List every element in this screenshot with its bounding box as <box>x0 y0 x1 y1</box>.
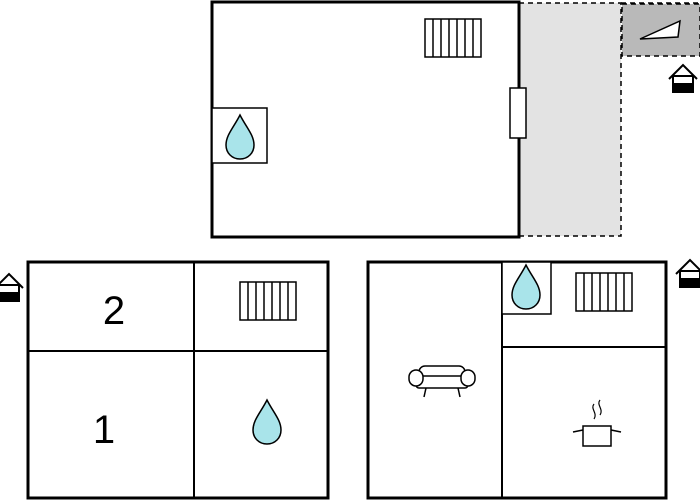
room-label-2: 2 <box>103 289 125 333</box>
lower-left-building <box>26 260 330 500</box>
water-drop-icon <box>252 399 282 445</box>
terrace-outline <box>519 2 622 237</box>
heater-icon <box>424 18 482 58</box>
house-entrance-icon <box>675 259 700 288</box>
cooking-pot-icon <box>572 399 622 447</box>
room-label-1: 1 <box>93 408 115 452</box>
door-icon <box>509 87 527 139</box>
sofa-icon <box>408 365 476 398</box>
house-entrance-icon <box>0 273 24 302</box>
terrace-roof-section <box>621 3 700 57</box>
terrace-area <box>519 3 621 236</box>
triangle-marker-icon <box>639 19 681 40</box>
heater-icon <box>239 281 297 321</box>
heater-icon <box>575 272 633 312</box>
house-entrance-icon <box>668 64 698 93</box>
